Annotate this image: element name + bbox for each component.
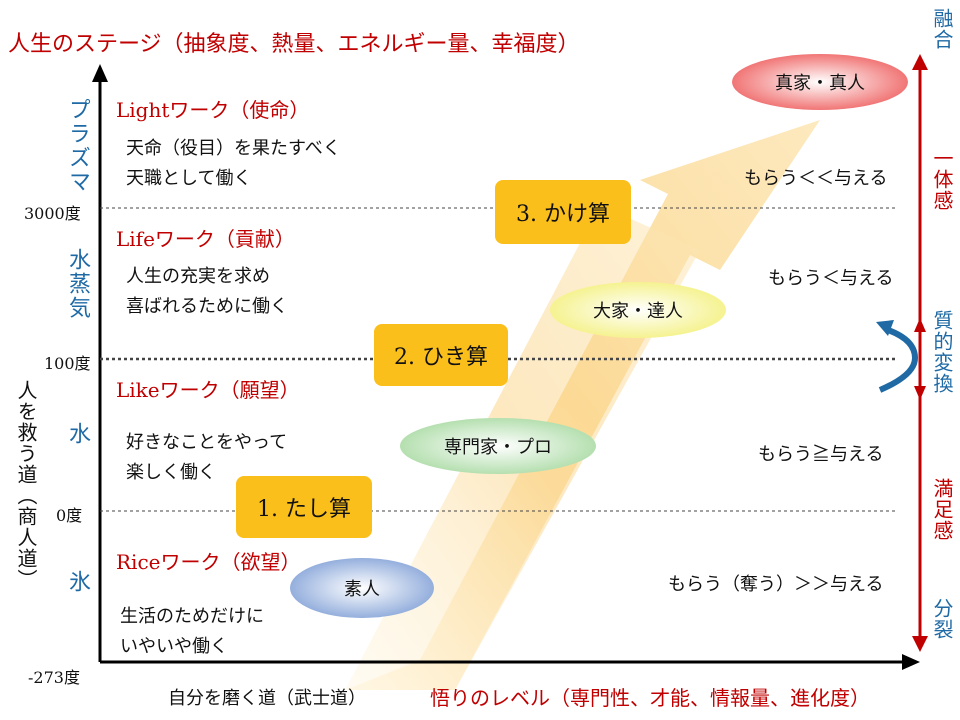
ellipse-shinka [732,54,908,110]
ratio-like: もらう≧与える [758,444,884,465]
work-rice-title: Riceワーク（欲望） [116,550,301,574]
ellipse-senmonka [400,418,596,474]
right-axis-top-arrowhead [912,54,928,70]
level-senmonka: 専門家・プロ [444,437,552,458]
step-addition: 1. たし算 [236,476,372,538]
work-rice-line1: 生活のためだけに [120,606,264,627]
right-axis-mid-down [914,386,926,400]
temp-100: 100度 [44,354,91,373]
step-multiplication: 3. かけ算 [495,180,631,244]
right-label-unity: 一体感 [930,148,954,211]
temp-3000: 3000度 [24,204,81,223]
temp-0: 0度 [56,506,83,525]
x-axis-arrowhead [902,654,920,670]
y-axis-arrowhead [92,64,108,82]
work-light-line1: 天命（役目）を果たすべく [126,138,341,159]
work-like-title: Likeワーク（願望） [116,378,300,402]
right-label-transform: 質的変換 [930,310,954,394]
page-title: 人生のステージ（抽象度、熱量、エネルギー量、幸福度） [8,32,580,57]
state-ice: 氷 [65,570,90,594]
state-steam: 水蒸気 [65,248,90,320]
step-subtraction: 2. ひき算 [374,324,508,386]
left-vertical-label: 人を救う道（商人道） [14,380,38,590]
level-taika: 大家・達人 [593,301,683,322]
work-light-title: Lightワーク（使命） [116,98,310,122]
x-axis-right-label: 悟りのレベル（専門性、才能、情報量、進化度） [430,686,870,710]
right-axis-bottom-arrowhead [912,636,928,652]
ratio-light: もらう＜＜与える [744,168,888,189]
level-shirouto: 素人 [344,579,380,600]
ratio-rice: もらう（奪う）＞＞与える [668,574,884,595]
right-axis-mid-up [914,318,926,332]
right-label-satisfaction: 満足感 [930,478,954,541]
state-water: 水 [65,422,90,446]
transform-curve-icon [878,327,919,393]
work-light-line2: 天職として働く [126,168,252,189]
work-life-title: Lifeワーク（貢献） [116,227,295,251]
work-rice-line2: いやいや働く [120,636,228,657]
ellipse-shirouto [290,558,434,618]
right-label-fusion: 融合 [930,8,954,50]
state-plasma: プラズマ [65,98,90,194]
ratio-life: もらう＜与える [768,268,894,289]
ellipse-taika [550,282,726,338]
transform-curve-arrowhead [876,320,894,336]
right-label-split: 分裂 [930,598,954,640]
x-axis-left-label: 自分を磨く道（武士道） [168,688,366,709]
work-like-line2: 楽しく働く [126,462,216,483]
work-life-line2: 喜ばれるために働く [126,296,288,317]
level-shinka: 真家・真人 [775,73,865,94]
temp-minus273: -273度 [28,668,80,687]
work-like-line1: 好きなことをやって [126,432,288,453]
work-life-line1: 人生の充実を求め [126,266,270,287]
